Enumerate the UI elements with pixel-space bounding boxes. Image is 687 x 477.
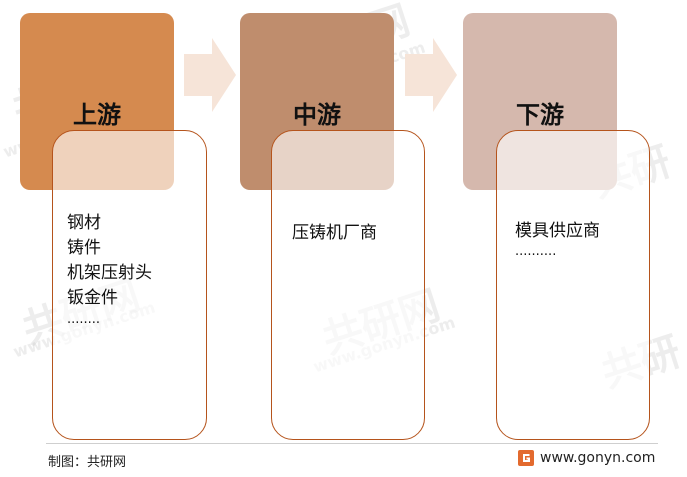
list-item: 机架压射头 <box>67 263 152 283</box>
website-link[interactable]: www.gonyn.com <box>518 450 655 466</box>
list-item: .......... <box>515 244 557 259</box>
footer-divider <box>46 443 658 444</box>
stage-title-downstream: 下游 <box>516 101 564 129</box>
midstream-item-list: 压铸机厂商 <box>292 221 377 246</box>
credit-text: 制图：共研网 <box>48 455 127 470</box>
downstream-item-list: 模具供应商 .......... <box>515 219 600 260</box>
list-item: 铸件 <box>67 238 101 258</box>
list-item: 钣金件 <box>67 288 118 308</box>
list-item: 钢材 <box>67 213 101 233</box>
list-item: 模具供应商 <box>515 221 600 241</box>
gonyn-logo-icon <box>518 450 534 466</box>
stage-title-upstream: 上游 <box>73 101 121 129</box>
flow-arrow-icon <box>405 38 457 112</box>
stage-title-midstream: 中游 <box>293 101 341 129</box>
upstream-card: 钢材 铸件 机架压射头 钣金件 ........ <box>52 130 207 440</box>
upstream-item-list: 钢材 铸件 机架压射头 钣金件 ........ <box>67 211 152 329</box>
midstream-card: 压铸机厂商 <box>271 130 425 440</box>
flow-arrow-icon <box>184 38 236 112</box>
list-item: 压铸机厂商 <box>292 223 377 243</box>
list-item: ........ <box>67 312 101 327</box>
website-text: www.gonyn.com <box>540 450 656 466</box>
downstream-card: 模具供应商 .......... <box>496 130 650 440</box>
